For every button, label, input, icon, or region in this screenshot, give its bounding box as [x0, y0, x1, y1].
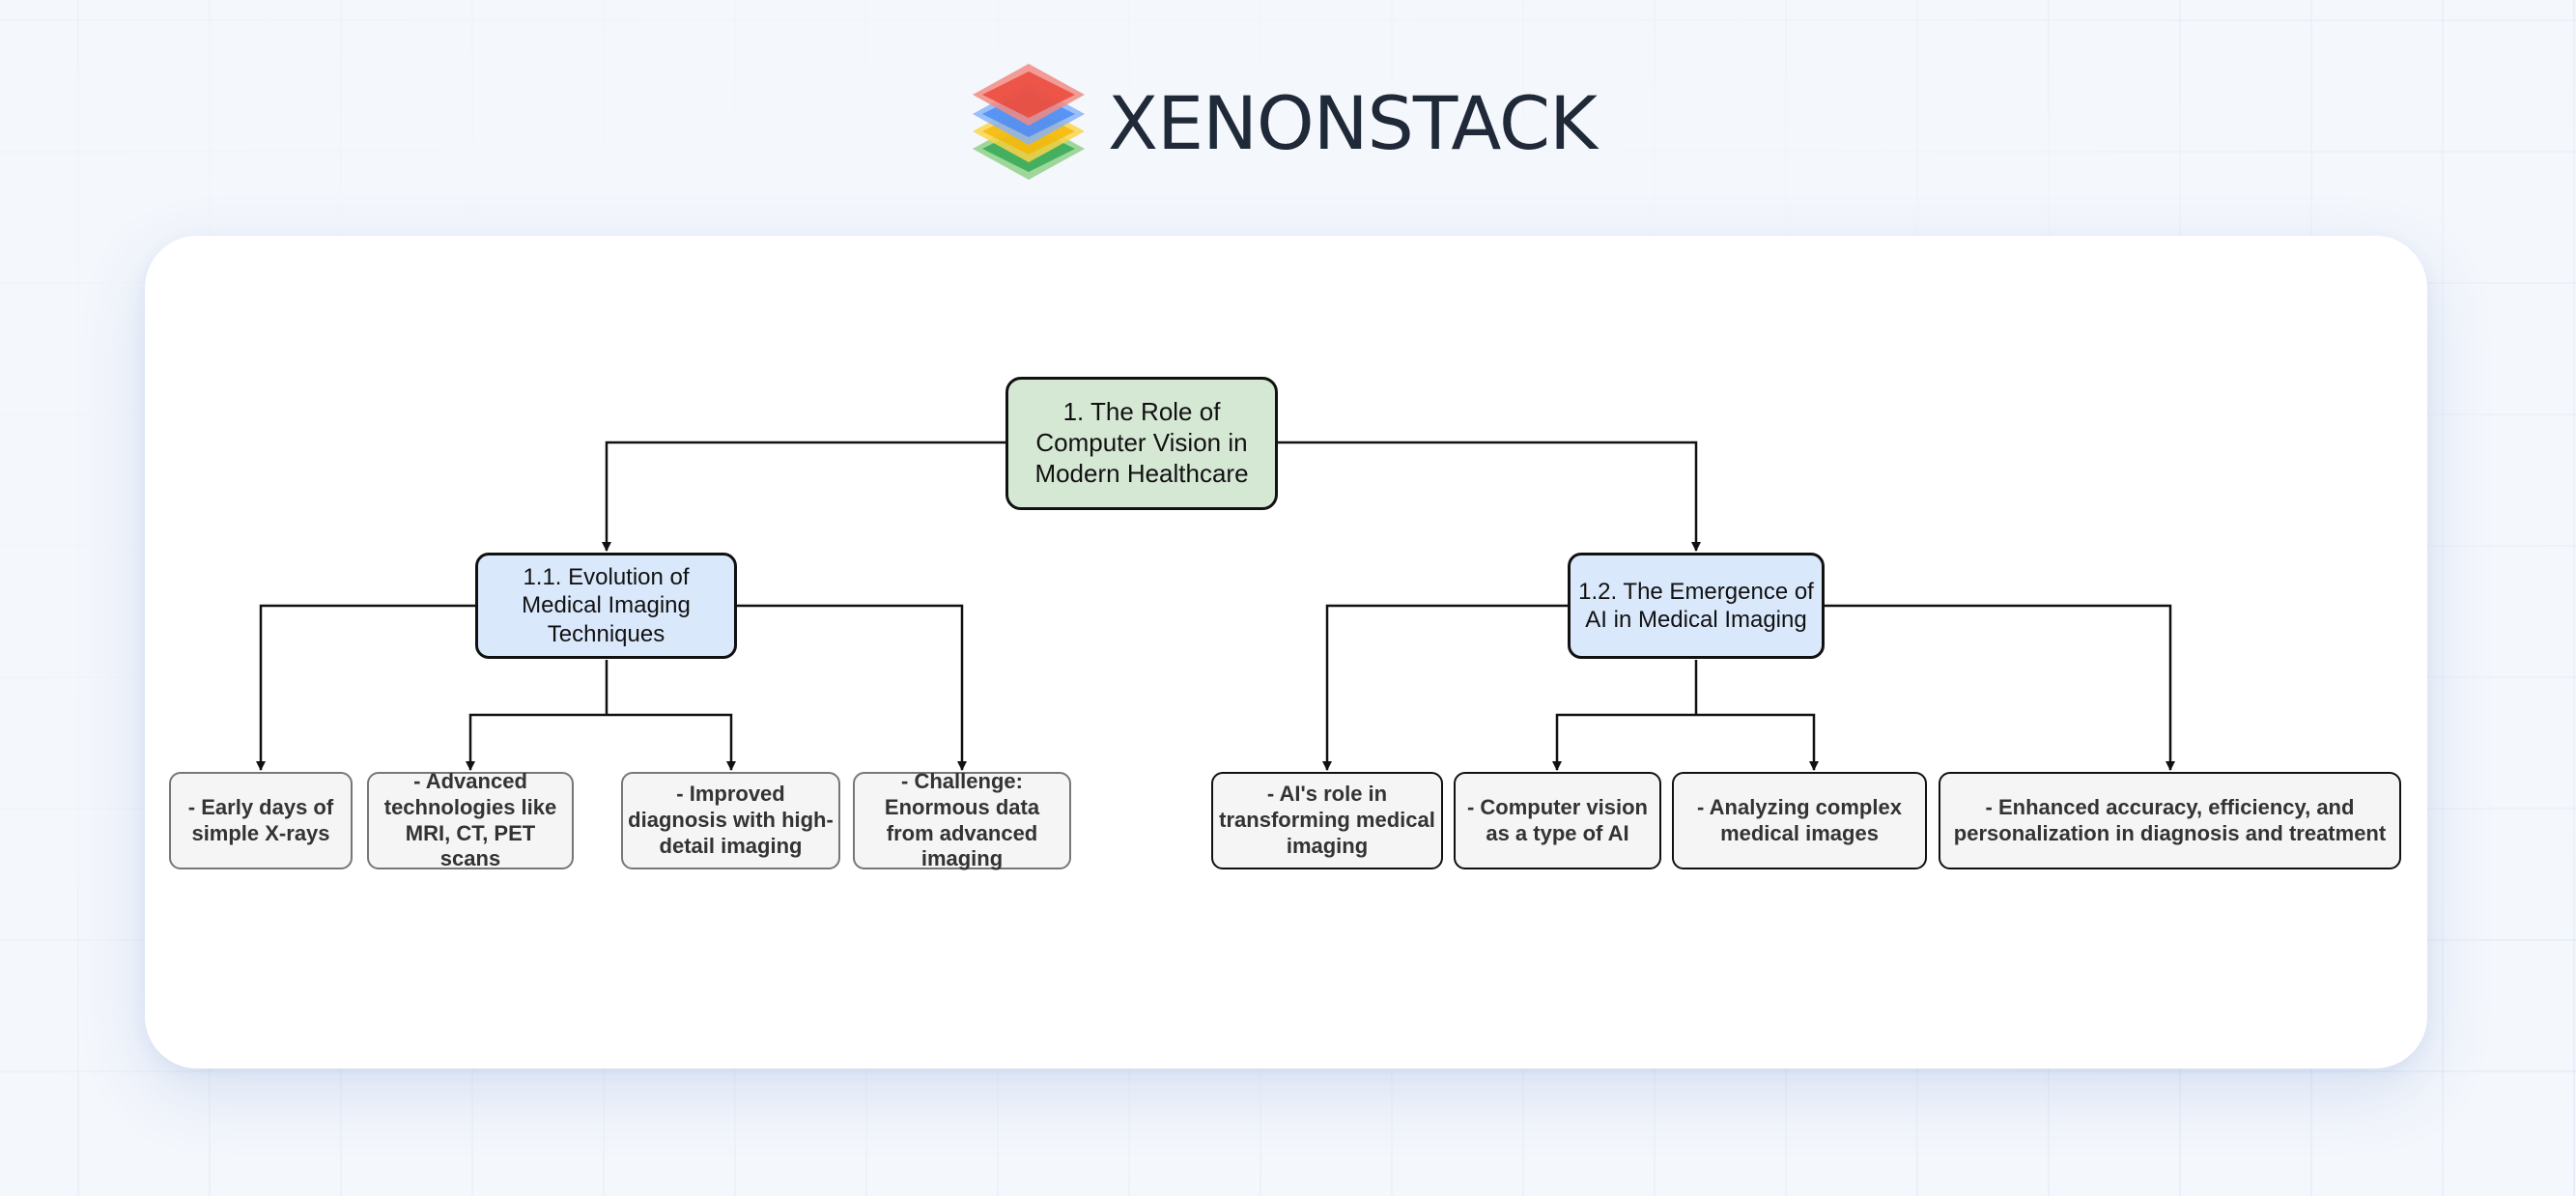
- connector-left-leaf-2: [466, 713, 607, 771]
- connector-right-leaf-3: [1696, 713, 1819, 771]
- leaf-node-label: - Computer vision as a type of AI: [1466, 794, 1648, 845]
- branch-node-ai-emergence: 1.2. The Emergence of AI in Medical Imag…: [1568, 553, 1825, 659]
- connector-root-left: [602, 441, 1005, 552]
- leaf-node-label: - Analyzing complex medical images: [1697, 794, 1902, 845]
- brand-logo: XENONSTACK: [969, 56, 1598, 191]
- leaf-node-advanced-tech: - Advanced technologies like MRI, CT, PE…: [367, 768, 574, 871]
- leaf-node-enhanced-accuracy: - Enhanced accuracy, efficiency, and per…: [1939, 772, 2401, 869]
- leaf-node-label: - Challenge: Enormous data from advanced…: [884, 768, 1040, 871]
- leaf-node-cv-type: - Computer vision as a type of AI: [1454, 772, 1661, 869]
- stacked-layers-icon: [973, 64, 1085, 180]
- root-node: 1. The Role of Computer Vision in Modern…: [1005, 377, 1278, 510]
- leaf-node-label: - Early days of simple X-rays: [187, 794, 334, 845]
- connector-left-leaf-4: [737, 604, 967, 771]
- leaf-node-label: - Advanced technologies like MRI, CT, PE…: [383, 768, 557, 871]
- connector-right-leaf-2: [1552, 713, 1696, 771]
- branch-node-ai-emergence-label: 1.2. The Emergence of AI in Medical Imag…: [1578, 578, 1814, 633]
- root-node-label: 1. The Role of Computer Vision in Modern…: [1034, 397, 1249, 488]
- connector-right-leaf-1: [1322, 604, 1569, 771]
- leaf-node-improved-diagnosis: - Improved diagnosis with high-detail im…: [621, 772, 840, 869]
- leaf-node-analyzing-images: - Analyzing complex medical images: [1672, 772, 1927, 869]
- leaf-node-ai-role: - AI's role in transforming medical imag…: [1211, 772, 1443, 869]
- leaf-node-xrays: - Early days of simple X-rays: [169, 772, 353, 869]
- leaf-node-label: - AI's role in transforming medical imag…: [1219, 782, 1435, 858]
- connector-left-leaf-3: [607, 713, 736, 771]
- branch-node-evolution-label: 1.1. Evolution of Medical Imaging Techni…: [522, 564, 691, 647]
- connector-right-leaf-4: [1825, 604, 2175, 771]
- leaf-node-data-challenge: - Challenge: Enormous data from advanced…: [853, 768, 1071, 871]
- brand-name: XENONSTACK: [1108, 80, 1598, 166]
- connector-root-right: [1278, 441, 1701, 552]
- branch-node-evolution: 1.1. Evolution of Medical Imaging Techni…: [475, 553, 737, 659]
- leaf-node-label: - Improved diagnosis with high-detail im…: [628, 782, 834, 858]
- connector-left-leaf-1: [256, 604, 476, 771]
- leaf-node-label: - Enhanced accuracy, efficiency, and per…: [1953, 794, 2387, 845]
